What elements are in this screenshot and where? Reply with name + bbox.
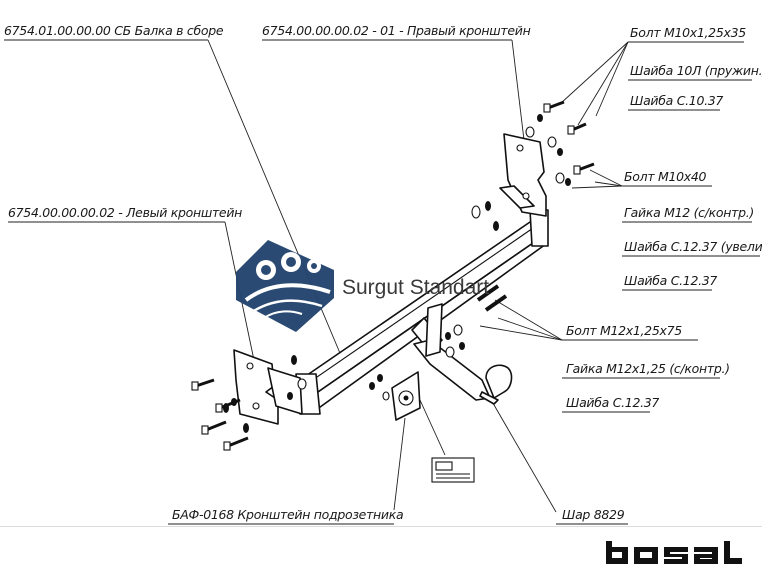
label-washer-10l: Шайба 10Л (пружин.) xyxy=(630,63,762,78)
gear-icon xyxy=(256,260,276,280)
label-underlines xyxy=(4,39,760,525)
label-bolt-m10x40: Болт М10х40 xyxy=(624,169,707,184)
tongue-and-ball xyxy=(413,303,513,405)
label-left-bracket: 6754.00.00.00.02 - Левый кронштейн xyxy=(8,205,242,220)
label-ball: Шар 8829 xyxy=(562,507,625,522)
fasteners xyxy=(191,100,595,451)
bolt-m10-top-a xyxy=(543,100,565,113)
label-bolt-m12x125x75: Болт М12х1,25х75 xyxy=(566,323,682,338)
beam-assembly xyxy=(295,209,549,415)
label-washer-c1237-b: Шайба С.12.37 xyxy=(566,395,659,410)
bolt-left-a xyxy=(191,378,215,391)
socket-bracket xyxy=(391,371,421,421)
label-washer-c1237-a: Шайба С.12.37 xyxy=(624,273,717,288)
gear-icon xyxy=(281,252,301,272)
bolt-m12x75-a xyxy=(476,284,500,302)
label-beam-assembly: 6754.01.00.00.00 СБ Балка в сборе xyxy=(4,23,224,38)
bolt-m12x75-b xyxy=(484,294,508,312)
gear-icon xyxy=(307,259,321,273)
right-bracket xyxy=(499,133,547,217)
label-socket-bracket: БАФ-0168 Кронштейн подрозетника xyxy=(172,507,403,522)
page-divider xyxy=(0,526,762,527)
bolt-left-c xyxy=(201,420,227,435)
bolt-left-d xyxy=(223,436,249,451)
watermark-logo xyxy=(236,240,334,332)
bosal-logo: bosal xyxy=(606,541,742,564)
part-labels: 6754.01.00.00.00 СБ Балка в сборе 6754.0… xyxy=(4,23,762,522)
label-washer-c1037: Шайба С.10.37 xyxy=(630,93,723,108)
watermark-text: Surgut Standart xyxy=(342,276,489,299)
leader-lines xyxy=(207,39,629,513)
bolt-m10x40 xyxy=(573,162,595,175)
bolt-m10-top-b xyxy=(567,122,587,135)
info-plate xyxy=(431,457,475,483)
label-washer-c1237-big: Шайба С.12.37 (увелич.) xyxy=(624,239,762,254)
left-bracket xyxy=(233,349,303,425)
label-nut-m12: Гайка М12 (с/контр.) xyxy=(624,205,754,220)
label-nut-m12x125: Гайка М12х1,25 (с/контр.) xyxy=(566,361,730,376)
label-right-bracket: 6754.00.00.00.02 - 01 - Правый кронштейн xyxy=(262,23,531,38)
label-bolt-m10x125x35: Болт М10х1,25х35 xyxy=(630,25,746,40)
